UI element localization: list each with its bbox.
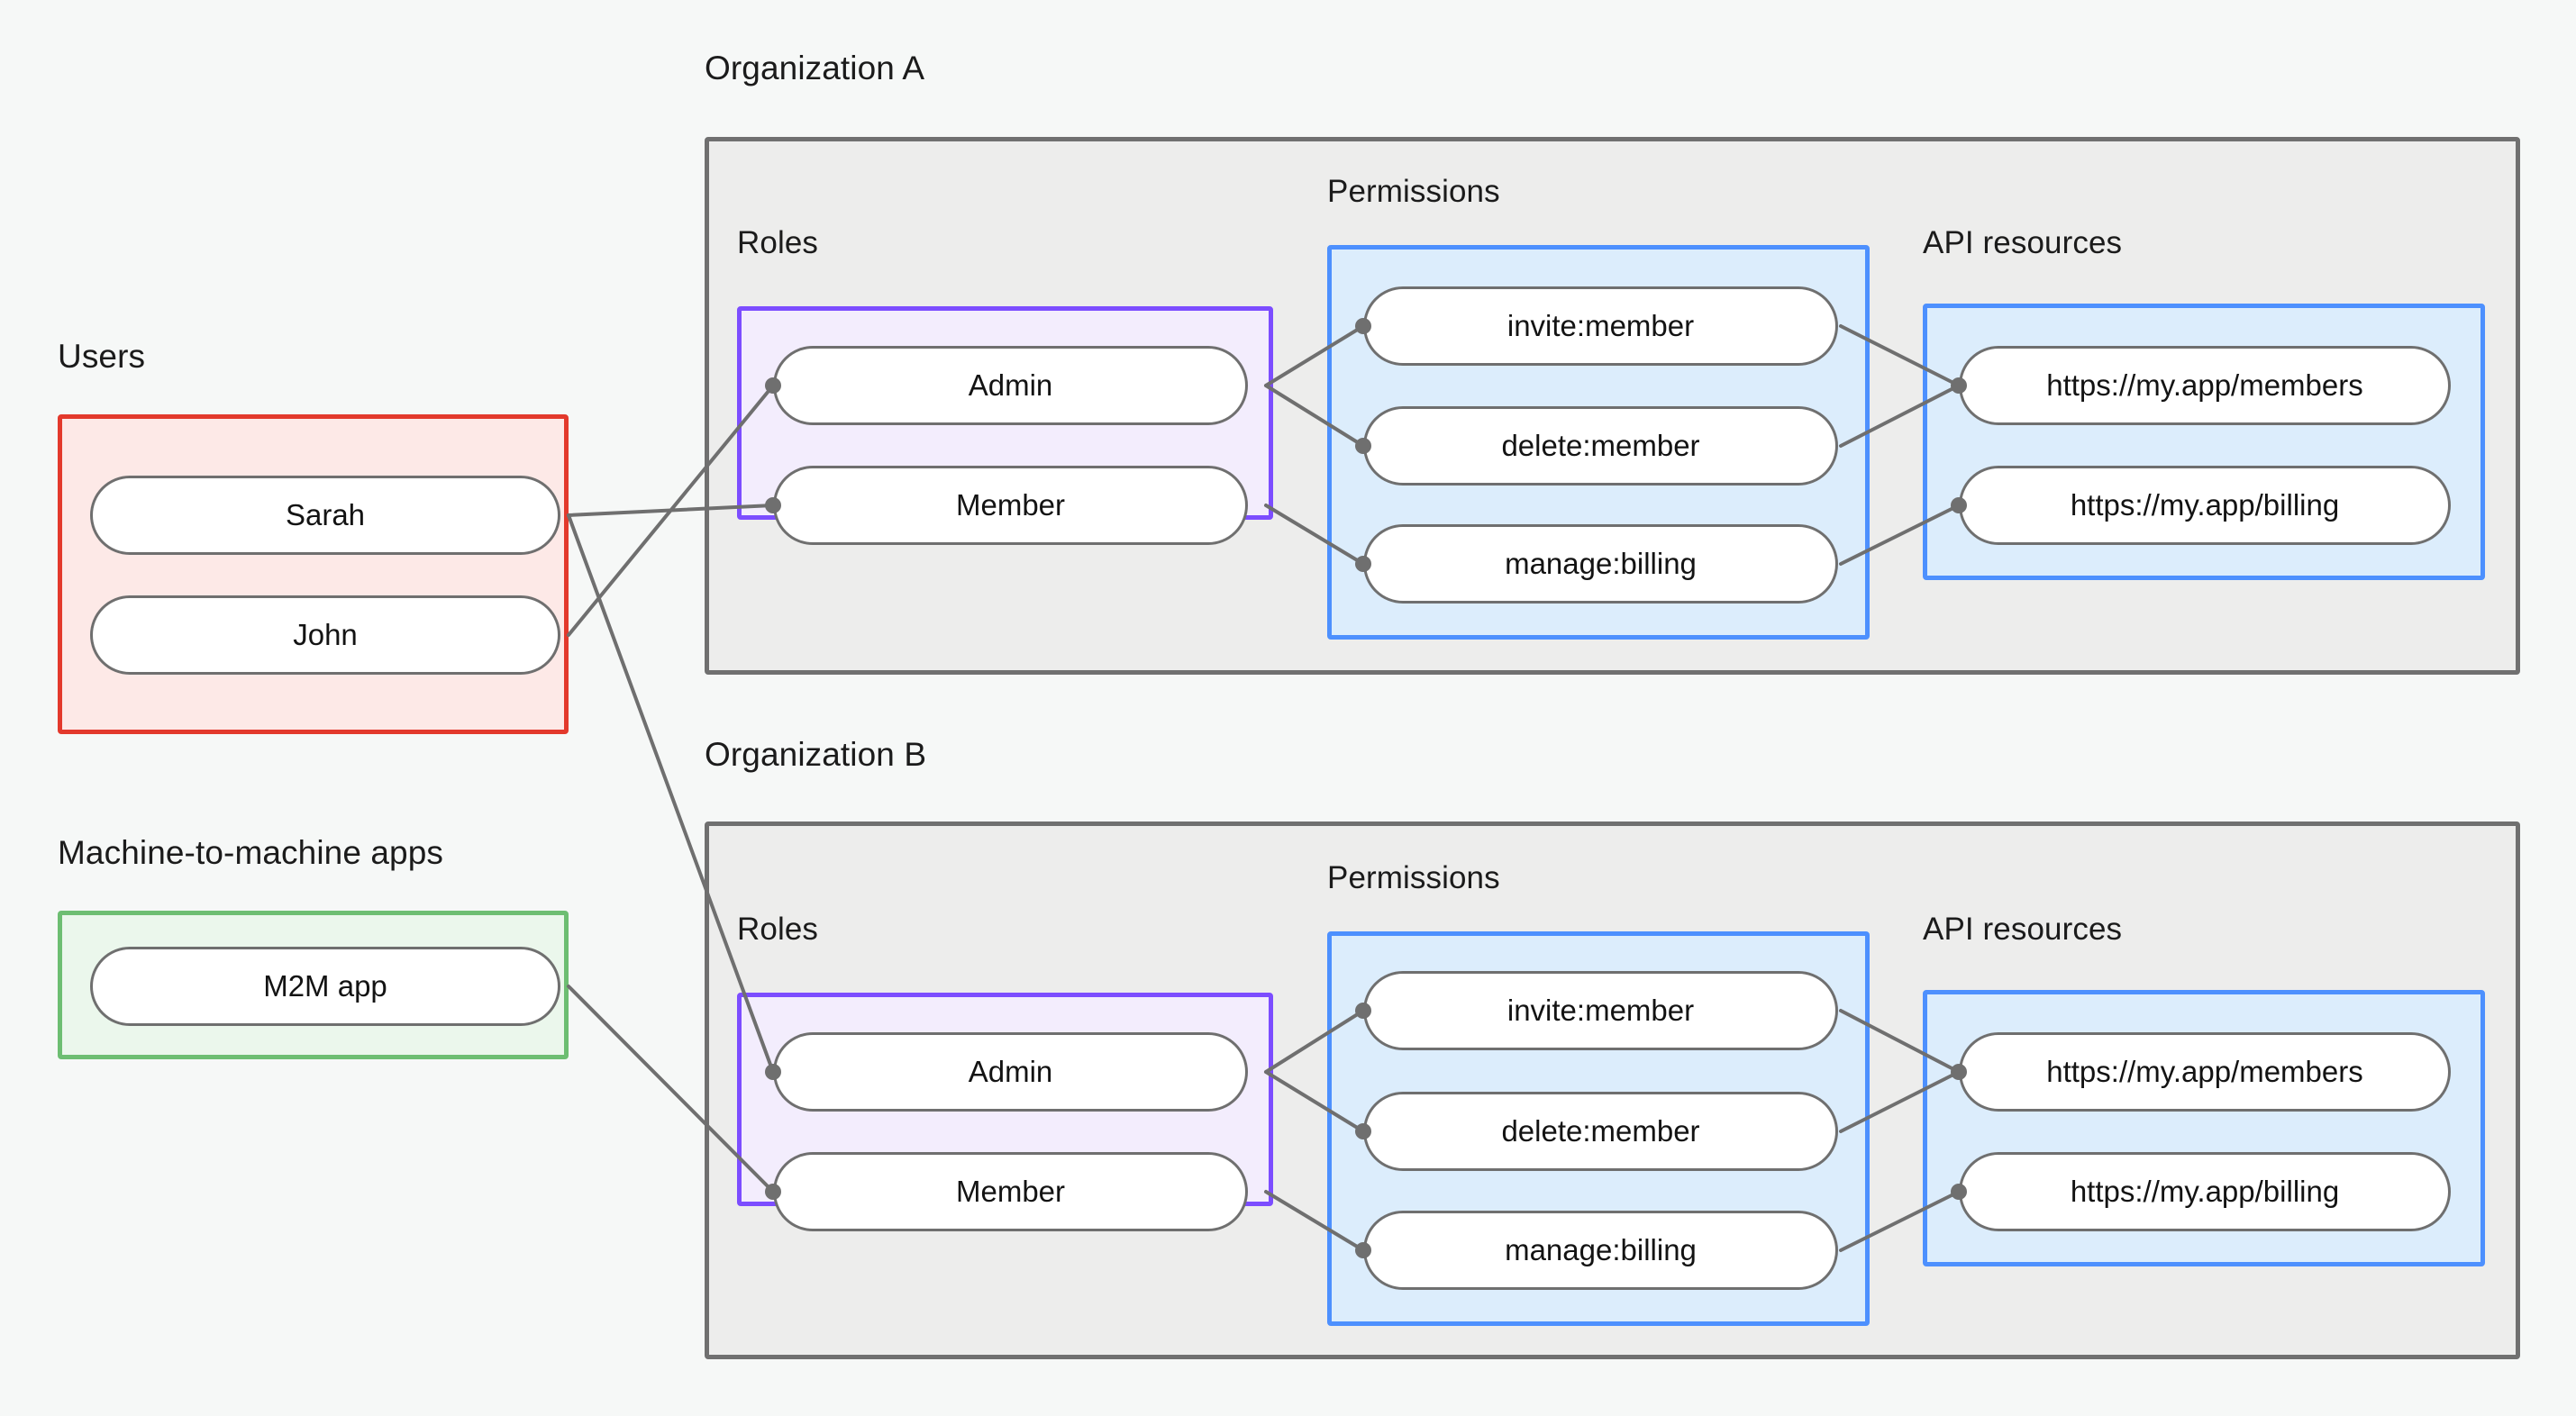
org-a-role-pill-admin[interactable]: Admin <box>773 346 1248 425</box>
org-a-title: Organization A <box>705 50 925 86</box>
anchor-dot-org-a-delete <box>1355 438 1371 454</box>
users-group-label: Users <box>58 338 146 375</box>
org-b-permission-label-manage-billing: manage:billing <box>1505 1233 1697 1266</box>
org-b-api-label-billing: https://my.app/billing <box>2070 1175 2340 1208</box>
org-b-permission-pill-delete-member[interactable]: delete:member <box>1363 1092 1838 1171</box>
org-b-api-pill-members[interactable]: https://my.app/members <box>1959 1032 2451 1112</box>
org-b-role-label-member: Member <box>955 1175 1066 1208</box>
anchor-dot-org-a-admin <box>765 377 781 394</box>
anchor-dot-org-a-billing <box>1355 556 1371 572</box>
anchor-dot-org-b-delete <box>1355 1123 1371 1139</box>
org-b-permissions-label: Permissions <box>1327 860 1500 895</box>
m2m-pill-app[interactable]: M2M app <box>90 947 560 1026</box>
org-b-api-pill-billing[interactable]: https://my.app/billing <box>1959 1152 2451 1231</box>
anchor-dot-org-a-invite <box>1355 318 1371 334</box>
org-a-api-pill-members[interactable]: https://my.app/members <box>1959 346 2451 425</box>
anchor-dot-org-a-member <box>765 497 781 513</box>
user-label-sarah: Sarah <box>285 498 366 531</box>
user-label-john: John <box>293 618 358 651</box>
org-b-permission-label-delete-member: delete:member <box>1501 1114 1700 1148</box>
org-a-api-resources-label: API resources <box>1923 225 2123 260</box>
users-container <box>58 414 569 734</box>
org-b-api-resources-label: API resources <box>1923 912 2123 947</box>
org-a-api-label-billing: https://my.app/billing <box>2070 488 2340 522</box>
anchor-dot-org-b-member <box>765 1184 781 1200</box>
org-a-api-pill-billing[interactable]: https://my.app/billing <box>1959 466 2451 545</box>
anchor-dot-org-a-res-members <box>1951 377 1967 394</box>
m2m-group-label: Machine-to-machine apps <box>58 834 444 871</box>
user-pill-john[interactable]: John <box>90 595 560 675</box>
org-a-roles-label: Roles <box>737 225 818 260</box>
anchor-dot-org-b-res-billing <box>1951 1184 1967 1200</box>
org-a-role-pill-member[interactable]: Member <box>773 466 1248 545</box>
org-b-permission-pill-invite-member[interactable]: invite:member <box>1363 971 1838 1050</box>
org-a-role-label-admin: Admin <box>968 368 1053 402</box>
org-b-title: Organization B <box>705 736 927 773</box>
org-b-role-label-admin: Admin <box>968 1055 1053 1088</box>
org-b-api-label-members: https://my.app/members <box>2046 1055 2363 1088</box>
org-b-role-pill-member[interactable]: Member <box>773 1152 1248 1231</box>
org-b-roles-label: Roles <box>737 912 818 947</box>
anchor-dot-org-b-res-members <box>1951 1064 1967 1080</box>
m2m-label-app: M2M app <box>263 969 387 1003</box>
org-a-permission-pill-invite-member[interactable]: invite:member <box>1363 286 1838 366</box>
org-b-permission-label-invite-member: invite:member <box>1506 994 1695 1027</box>
org-a-permission-label-delete-member: delete:member <box>1501 429 1700 462</box>
anchor-dot-org-b-admin <box>765 1064 781 1080</box>
user-pill-sarah[interactable]: Sarah <box>90 476 560 555</box>
org-a-permission-label-manage-billing: manage:billing <box>1505 547 1697 580</box>
org-b-permission-pill-manage-billing[interactable]: manage:billing <box>1363 1211 1838 1290</box>
org-b-role-pill-admin[interactable]: Admin <box>773 1032 1248 1112</box>
org-a-api-label-members: https://my.app/members <box>2046 368 2363 402</box>
org-a-permissions-label: Permissions <box>1327 174 1500 209</box>
org-a-permission-pill-delete-member[interactable]: delete:member <box>1363 406 1838 486</box>
org-a-permission-pill-manage-billing[interactable]: manage:billing <box>1363 524 1838 604</box>
anchor-dot-org-b-invite <box>1355 1003 1371 1019</box>
org-a-role-label-member: Member <box>955 488 1066 522</box>
anchor-dot-org-b-billing <box>1355 1242 1371 1258</box>
org-a-permission-label-invite-member: invite:member <box>1506 309 1695 342</box>
anchor-dot-org-a-res-billing <box>1951 497 1967 513</box>
